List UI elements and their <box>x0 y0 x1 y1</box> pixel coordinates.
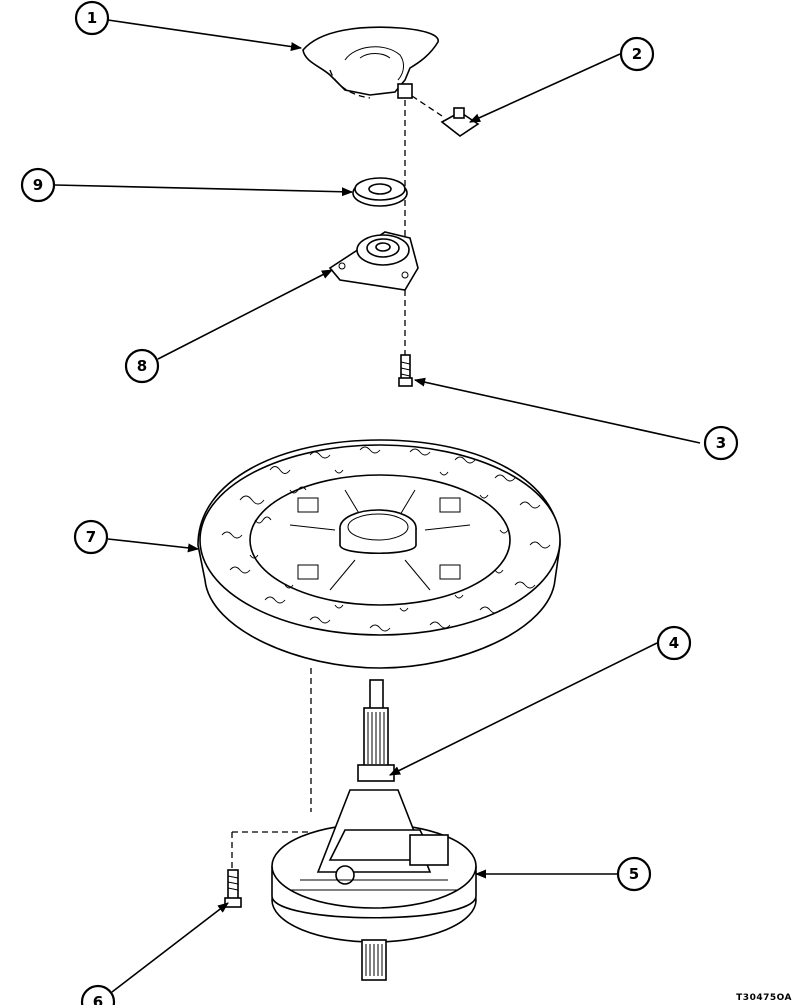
part-1-cover <box>302 26 439 99</box>
callout-8-label: 8 <box>137 357 147 375</box>
part-7-tub-ring <box>197 439 561 669</box>
callout-2: 2 <box>619 36 655 72</box>
part-4-5-transmission <box>271 679 477 981</box>
leader-9 <box>54 184 354 197</box>
callout-4-label: 4 <box>669 634 679 652</box>
leader-6 <box>111 902 229 993</box>
leader-3 <box>413 377 701 444</box>
callout-9: 9 <box>20 167 56 203</box>
part-6-bolt <box>224 869 242 908</box>
callout-5: 5 <box>616 856 652 892</box>
leader-1 <box>107 19 303 51</box>
leader-4 <box>388 642 658 776</box>
leader-2 <box>468 53 621 123</box>
callout-3: 3 <box>703 425 739 461</box>
part-9-seal <box>352 177 408 207</box>
leader-8 <box>157 269 333 360</box>
callout-3-label: 3 <box>716 434 726 452</box>
callout-6: 6 <box>80 984 116 1005</box>
callout-2-label: 2 <box>632 45 642 63</box>
callout-5-label: 5 <box>629 865 639 883</box>
callout-1-label: 1 <box>87 9 97 27</box>
part-2-clip <box>411 95 480 137</box>
callout-7-label: 7 <box>86 528 96 546</box>
callout-7: 7 <box>73 519 109 555</box>
callout-9-label: 9 <box>33 176 43 194</box>
callout-1: 1 <box>74 0 110 36</box>
center-line-bolt <box>231 831 311 870</box>
callout-6-label: 6 <box>93 993 103 1005</box>
leader-7 <box>107 538 200 553</box>
part-8-bearing <box>328 231 419 291</box>
callout-4: 4 <box>656 625 692 661</box>
drawing-code: T30475OA <box>736 993 792 1003</box>
callout-8: 8 <box>124 348 160 384</box>
part-3-bolt <box>398 354 413 387</box>
